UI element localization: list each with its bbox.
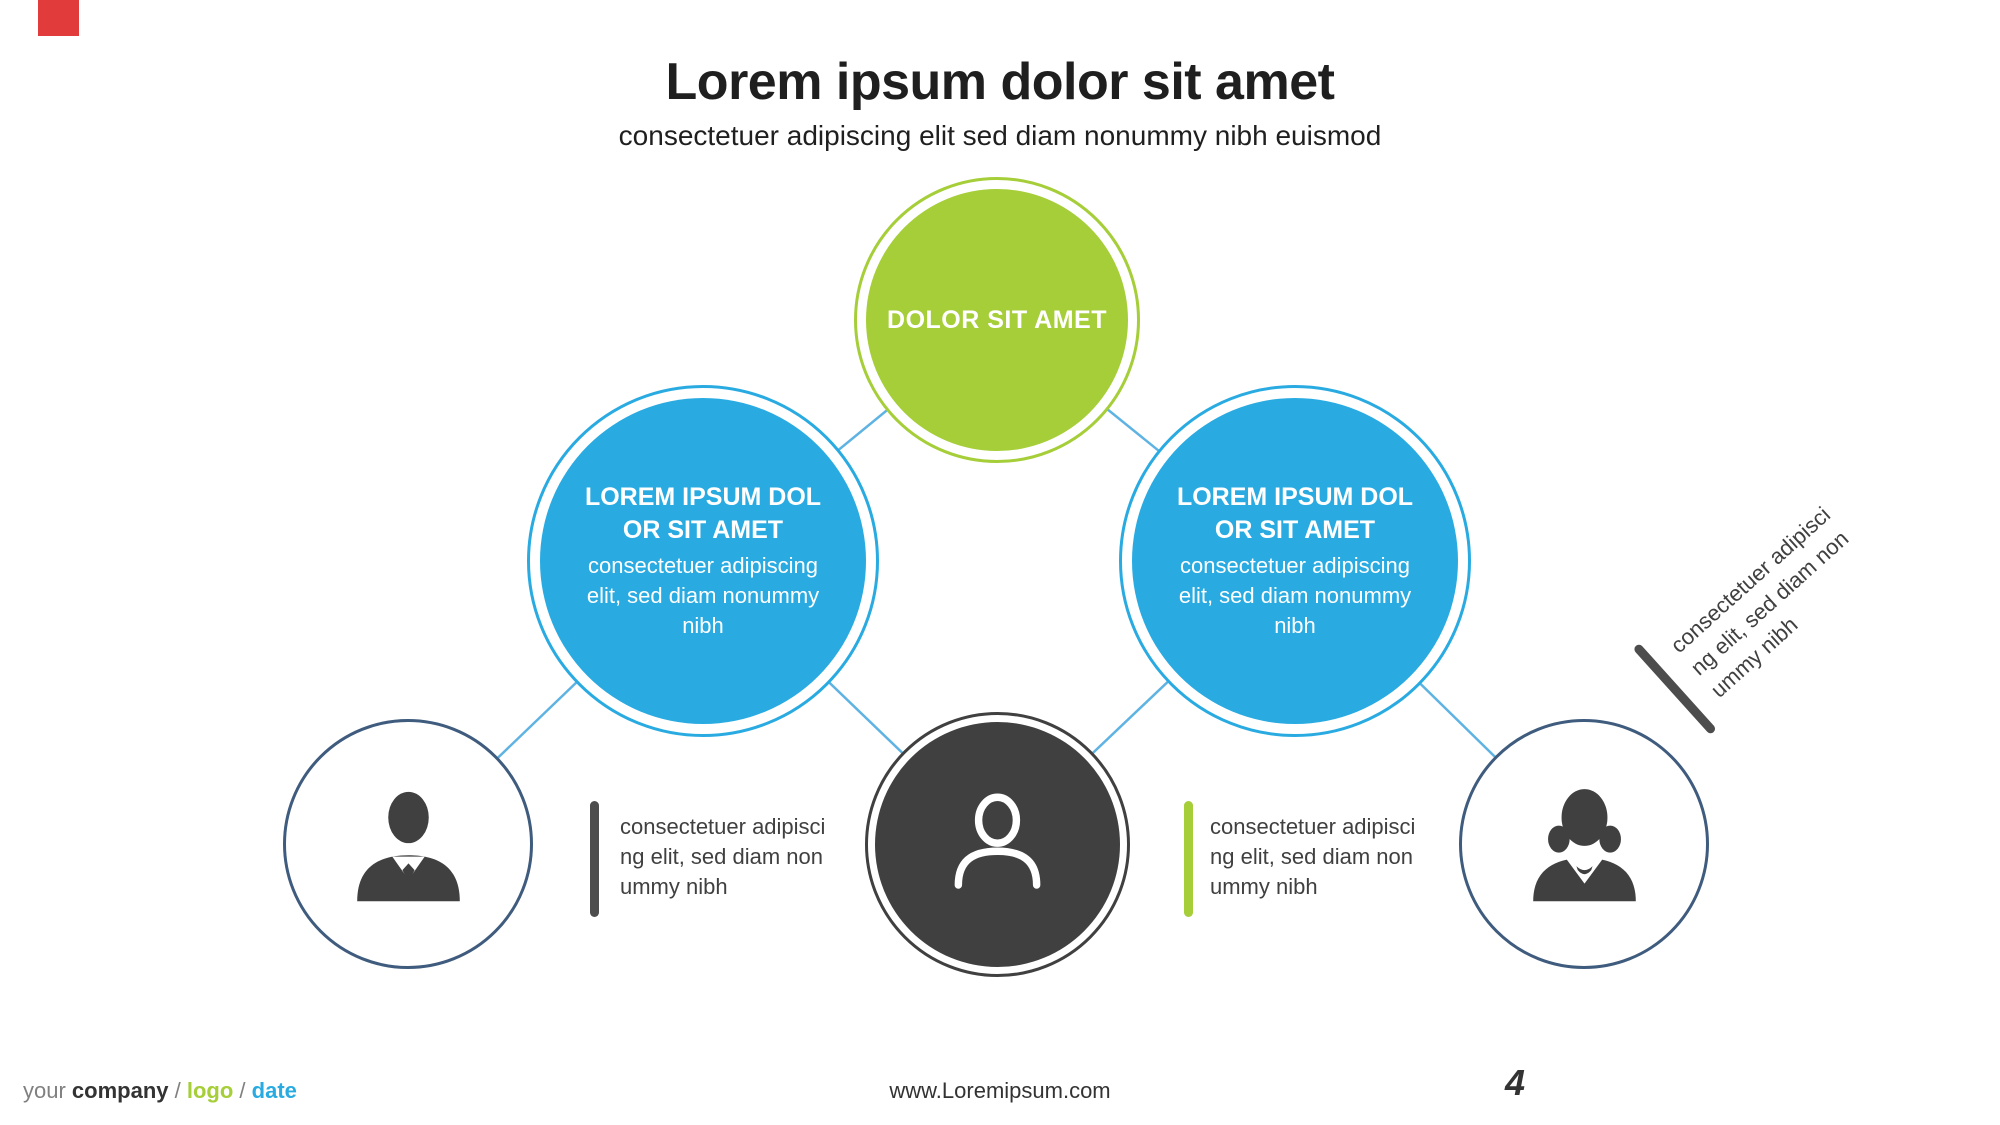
footer-company: company — [71, 1078, 169, 1103]
note-text-center: consectetuer adipisci ng elit, sed diam … — [1210, 814, 1416, 899]
top-circle-fill: DOLOR SIT AMET — [866, 189, 1128, 451]
website-url: www.Loremipsum.com — [889, 1078, 1111, 1103]
footer-separator-1: / — [168, 1078, 187, 1103]
businessman-icon — [356, 791, 460, 901]
red-accent-tab — [38, 0, 79, 36]
businesswoman-icon — [1532, 788, 1636, 901]
note-bar-center — [1184, 801, 1193, 917]
left-circle-body: consectetuer adipiscing elit, sed diam n… — [586, 553, 820, 638]
footer-prefix: your — [23, 1078, 72, 1103]
person-circle-fill — [875, 722, 1120, 967]
page-number: 4 — [1505, 1062, 1526, 1103]
person-icon — [954, 793, 1041, 889]
right-circle-title: LOREM IPSUM DOL OR SIT AMET — [1176, 483, 1414, 544]
slide-title: Lorem ipsum dolor sit amet — [665, 53, 1335, 111]
businessman-circle — [283, 719, 533, 969]
right-circle: LOREM IPSUM DOL OR SIT AMET consectetuer… — [1119, 385, 1471, 737]
note-bar-left — [590, 801, 599, 917]
note-text-left: consectetuer adipisci ng elit, sed diam … — [620, 814, 826, 899]
person-circle — [865, 712, 1130, 977]
businesswoman-circle — [1459, 719, 1709, 969]
right-circle-body: consectetuer adipiscing elit, sed diam n… — [1178, 553, 1412, 638]
left-circle-fill: LOREM IPSUM DOL OR SIT AMET consectetuer… — [540, 398, 866, 724]
left-circle-title: LOREM IPSUM DOL OR SIT AMET — [584, 483, 822, 544]
footer-logo: logo — [186, 1078, 234, 1103]
footer-date: date — [251, 1078, 297, 1103]
top-circle-label: DOLOR SIT AMET — [887, 305, 1107, 334]
slide-subtitle: consectetuer adipiscing elit sed diam no… — [618, 120, 1382, 151]
top-circle: DOLOR SIT AMET — [854, 177, 1140, 463]
left-circle: LOREM IPSUM DOL OR SIT AMET consectetuer… — [527, 385, 879, 737]
right-circle-fill: LOREM IPSUM DOL OR SIT AMET consectetuer… — [1132, 398, 1458, 724]
footer-company-info: your company / logo / date — [23, 1078, 297, 1104]
footer-separator-2: / — [233, 1078, 252, 1103]
